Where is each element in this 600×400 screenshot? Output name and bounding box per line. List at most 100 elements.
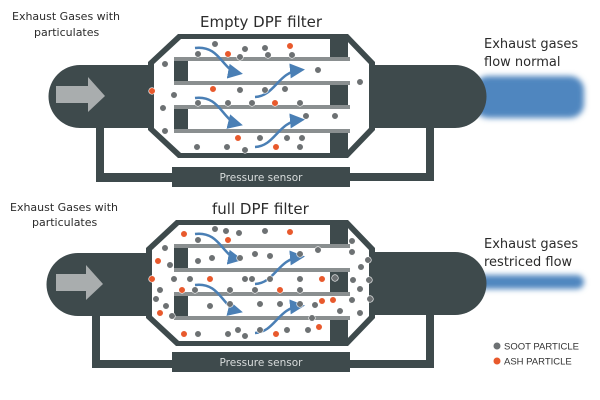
- soot-particle: [311, 301, 319, 309]
- ash-particle: [178, 286, 186, 294]
- input-label-line2: particulates: [32, 216, 98, 229]
- soot-particle: [234, 326, 242, 334]
- soot-particle: [302, 112, 310, 120]
- legend-soot-label: SOOT PARTICLE: [504, 342, 579, 353]
- ash-particle: [148, 87, 156, 95]
- exhaust-plume: [472, 275, 584, 289]
- ash-particle: [209, 85, 217, 93]
- ash-particle: [224, 236, 232, 244]
- soot-particle: [241, 332, 249, 340]
- soot-particle: [191, 286, 199, 294]
- soot-particle: [314, 66, 322, 74]
- soot-particle: [194, 50, 202, 58]
- output-label-line1: Exhaust gases: [484, 237, 578, 252]
- ash-particle: [224, 50, 232, 58]
- soot-particle: [211, 225, 219, 233]
- pressure-sensor-label: Pressure sensor: [220, 172, 304, 184]
- input-label-line2: particulates: [34, 26, 100, 39]
- soot-particle: [159, 104, 167, 112]
- soot-particle: [283, 134, 291, 142]
- soot-particle: [194, 99, 202, 107]
- flow-arrows: [194, 46, 305, 149]
- soot-particle: [283, 326, 291, 334]
- soot-particle: [223, 143, 231, 151]
- output-label-line1: Exhaust gases: [484, 37, 578, 52]
- soot-particle: [241, 275, 249, 283]
- soot-particle: [256, 300, 264, 308]
- panel-empty: Exhaust Gases with particulates Empty DP…: [12, 10, 584, 187]
- soot-particle: [256, 134, 264, 142]
- soot-particle: [224, 330, 232, 338]
- soot-particle: [208, 254, 216, 262]
- ash-particle: [286, 42, 294, 50]
- soot-particle: [194, 257, 202, 265]
- outlet-housing: [372, 252, 487, 315]
- soot-particle: [161, 60, 169, 68]
- ash-particle: [180, 330, 188, 338]
- soot-particle: [251, 286, 259, 294]
- soot-particle: [349, 276, 357, 284]
- soot-particle: [236, 254, 244, 262]
- inlet-arrow-icon: [56, 77, 105, 112]
- output-label-line2: restriced flow: [484, 255, 573, 270]
- exhaust-plume: [474, 76, 584, 118]
- ash-particle: [148, 275, 156, 283]
- soot-particle: [193, 143, 201, 151]
- soot-particle: [348, 237, 356, 245]
- soot-particle: [261, 44, 269, 52]
- soot-particle: [296, 300, 304, 308]
- soot-particle: [364, 256, 372, 264]
- soot-particle: [276, 300, 284, 308]
- soot-particle: [296, 143, 304, 151]
- input-label-line1: Exhaust Gases with: [10, 201, 118, 214]
- ash-particle: [206, 275, 214, 283]
- inlet-arrow-icon: [56, 265, 103, 300]
- soot-particle: [152, 295, 160, 303]
- soot-particle: [266, 275, 274, 283]
- soot-particle: [357, 263, 365, 271]
- soot-particle: [331, 274, 339, 282]
- soot-particle: [348, 248, 356, 256]
- soot-particle: [170, 275, 178, 283]
- soot-particle: [186, 275, 194, 283]
- soot-particle: [235, 229, 243, 237]
- soot-particle: [356, 285, 364, 293]
- channel-walls: [174, 244, 350, 320]
- ash-particle: [156, 309, 164, 317]
- ash-particle-icon: [493, 357, 501, 365]
- soot-particle: [365, 276, 373, 284]
- ash-particle: [315, 323, 323, 331]
- soot-particle: [170, 91, 178, 99]
- pressure-sensor: [172, 167, 350, 187]
- soot-particle: [256, 326, 264, 334]
- ash-particle: [271, 99, 279, 107]
- soot-particle: [331, 112, 339, 120]
- pressure-sensor-label: Pressure sensor: [220, 357, 304, 369]
- ash-particle: [180, 230, 188, 238]
- channel-walls: [174, 57, 350, 133]
- soot-particle: [156, 286, 164, 294]
- input-label-line1: Exhaust Gases with: [12, 10, 120, 23]
- soot-particle: [226, 286, 234, 294]
- legend: SOOT PARTICLE ASH PARTICLE: [493, 342, 579, 368]
- soot-particle: [194, 236, 202, 244]
- soot-particle: [162, 302, 170, 310]
- sensor-pipe-right: [345, 120, 434, 181]
- soot-particle: [264, 51, 272, 59]
- sensor-pipe-right: [345, 310, 434, 368]
- soot-particle: [206, 302, 214, 310]
- soot-particle: [296, 286, 304, 294]
- particles: [148, 225, 374, 340]
- soot-particle: [166, 261, 174, 269]
- soot-particle: [248, 99, 256, 107]
- soot-particle: [314, 246, 322, 254]
- outlet-housing: [372, 65, 487, 128]
- soot-particle: [288, 51, 296, 59]
- ash-particle: [276, 286, 284, 294]
- output-label-line2: flow normal: [484, 55, 560, 70]
- ash-particle: [272, 143, 280, 151]
- soot-particle: [308, 314, 316, 322]
- soot-particle: [168, 312, 176, 320]
- soot-particle-icon: [493, 342, 501, 350]
